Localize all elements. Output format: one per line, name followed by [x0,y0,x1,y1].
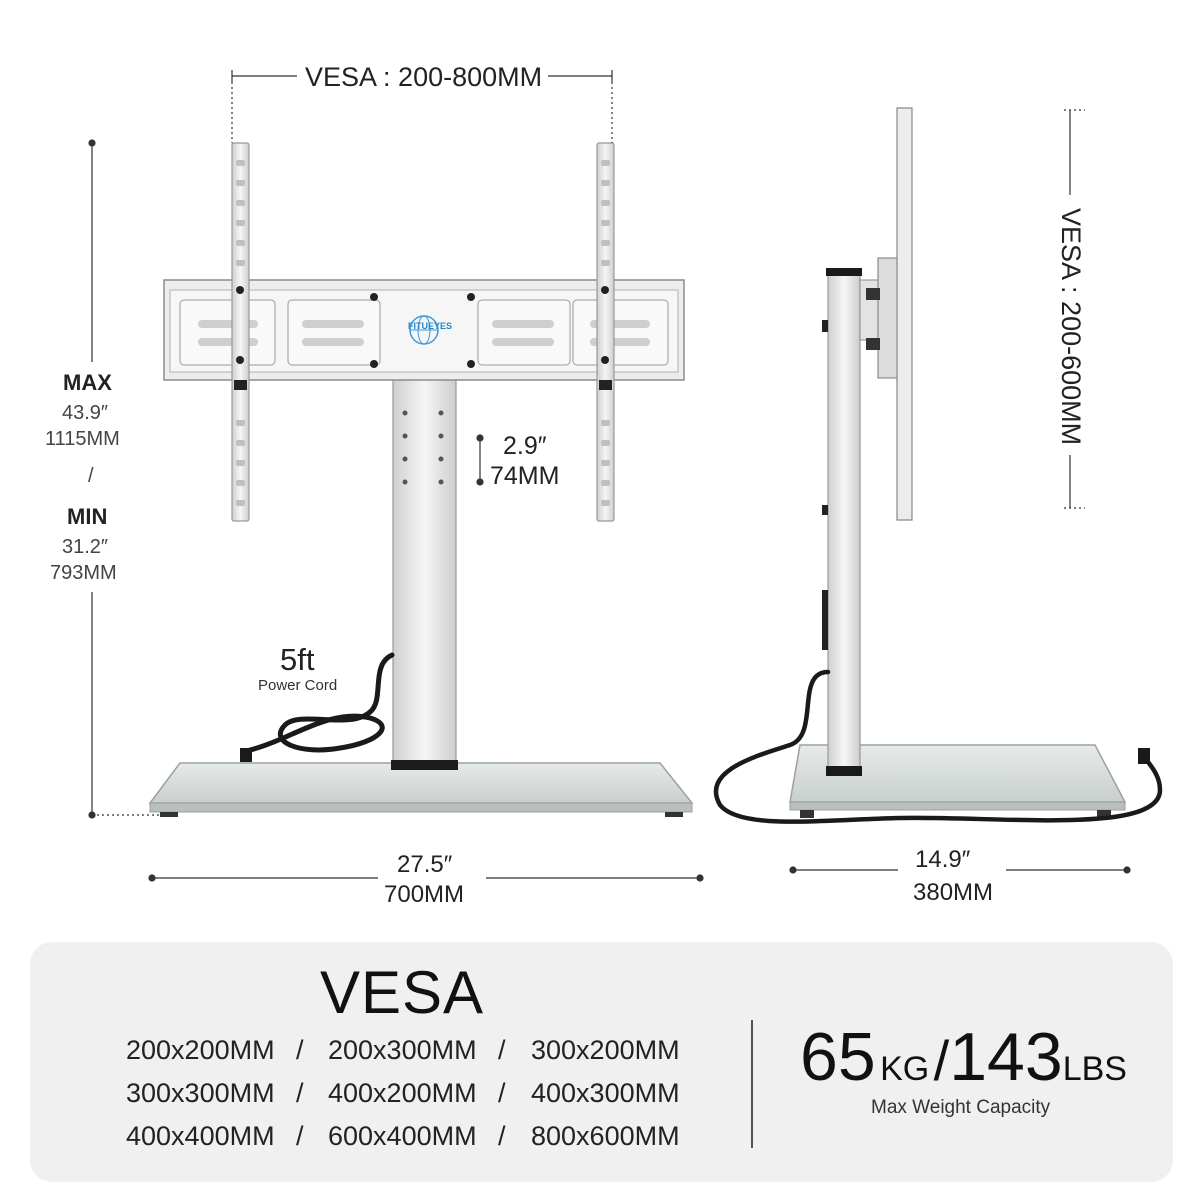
vesa-size: 400x400MM [126,1121,275,1151]
vesa-size: 300x300MM [126,1078,275,1108]
base-depth-mm: 380MM [913,879,994,906]
vesa-rail-left [231,142,250,522]
max-height-mm: 1115MM [45,428,120,450]
min-height-inch: 31.2″ [62,536,109,558]
vesa-separator: / [296,1078,304,1108]
vesa-separator: / [498,1121,506,1151]
vesa-height-label: VESA : 200-600MM [1056,208,1086,446]
base-depth-inch: 14.9″ [915,846,971,873]
cord-length: 5ft [280,642,315,677]
glass-base-front [148,762,694,817]
cord-label: Power Cord [258,677,338,694]
max-height-inch: 43.9″ [62,402,109,424]
min-height-label: MIN [67,504,108,529]
vesa-rail-right [596,142,615,522]
capacity-lbs-unit: LBS [1062,1050,1127,1088]
vesa-width-label: VESA : 200-800MM [305,62,543,92]
capacity-lbs-value: 143 [949,1019,1063,1095]
vesa-size: 800x600MM [531,1121,680,1151]
height-separator: / [88,465,94,487]
max-height-label: MAX [63,370,112,395]
capacity-slash: / [933,1029,950,1092]
base-width-mm: 700MM [384,881,465,908]
vesa-row: 200x200MM / 200x300MM / 300x200MM [126,1035,686,1078]
vesa-size: 200x200MM [126,1035,275,1065]
weight-capacity: 65 KG /143LBS [800,1018,1127,1096]
spec-panel [30,942,1173,1182]
vesa-separator: / [498,1078,506,1108]
capacity-kg-value: 65 [800,1019,876,1095]
brand-logo: FITUEYES [408,321,453,331]
base-width-inch: 27.5″ [397,851,453,878]
capacity-kg-unit: KG [880,1050,930,1088]
power-cord-front [240,652,395,762]
vesa-size: 200x300MM [328,1035,477,1065]
support-column-front [391,377,458,770]
vesa-separator: / [296,1035,304,1065]
vesa-size: 400x200MM [328,1078,477,1108]
vesa-row: 300x300MM / 400x200MM / 400x300MM [126,1078,686,1121]
vesa-compatibility-grid: 200x200MM / 200x300MM / 300x200MM 300x30… [126,1035,686,1164]
height-step-inch: 2.9″ [503,432,547,460]
vesa-separator: / [296,1121,304,1151]
dimension-lines [88,70,1131,882]
vesa-title: VESA [320,959,485,1026]
height-step-mm: 74MM [490,462,560,490]
vesa-size: 600x400MM [328,1121,477,1151]
side-view-stand [713,107,1163,824]
vesa-separator: / [498,1035,506,1065]
min-height-mm: 793MM [50,562,117,584]
front-view-stand [148,142,694,817]
mount-bracket-front [163,279,685,381]
vesa-row: 400x400MM / 600x400MM / 800x600MM [126,1121,686,1164]
vesa-size: 400x300MM [531,1078,680,1108]
capacity-label: Max Weight Capacity [871,1097,1051,1118]
vesa-size: 300x200MM [531,1035,680,1065]
panel-divider [751,1020,753,1148]
